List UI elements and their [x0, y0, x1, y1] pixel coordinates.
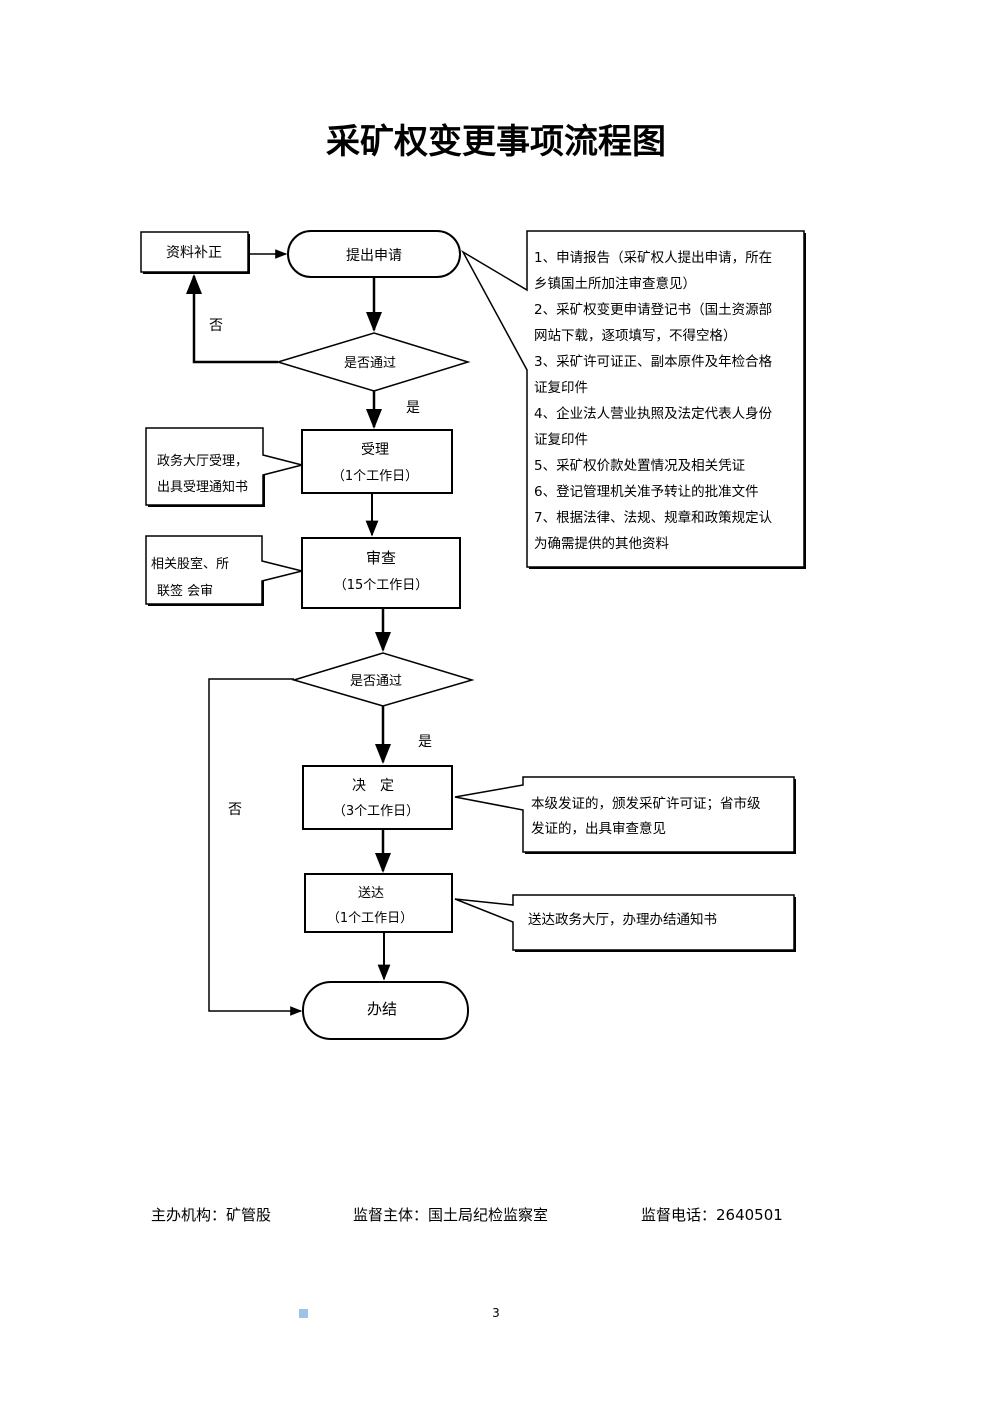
decide-box: 决 定 （3个工作日）: [302, 765, 453, 830]
footer-phone: 监督电话：2640501: [641, 1206, 783, 1224]
materials-line-6: 证复印件: [534, 379, 588, 396]
accept-note-line-2: 出具受理通知书: [157, 479, 248, 495]
accept-days: （1个工作日）: [332, 469, 418, 484]
check1-label: 是否通过: [344, 356, 396, 371]
apply-materials-callout: 1、申请报告（采矿权人提出申请，所在 乡镇国土所加注审查意见） 2、采矿权变更申…: [461, 230, 806, 569]
edge-label-no1: 否: [209, 318, 223, 334]
footer-organizer: 主办机构：矿管股: [151, 1206, 271, 1224]
deliver-note-line-1: 送达政务大厅，办理办结通知书: [528, 911, 717, 928]
review-note-line-1: 相关股室、所: [151, 556, 229, 572]
apply-label: 提出申请: [346, 248, 402, 264]
decide-title: 决 定: [352, 778, 394, 794]
deliver-title: 送达: [358, 886, 384, 901]
edge-label-yes2: 是: [418, 734, 432, 750]
materials-line-8: 证复印件: [534, 431, 588, 448]
decorative-mark: [299, 1309, 308, 1318]
materials-line-2: 乡镇国土所加注审查意见）: [534, 275, 696, 292]
supplement-label: 资料补正: [166, 245, 222, 261]
materials-line-10: 6、登记管理机关准予转让的批准文件: [534, 484, 759, 500]
finish-label: 办结: [367, 1000, 397, 1018]
arrow-check2-no: [208, 678, 303, 1016]
apply-terminal: 提出申请: [287, 230, 461, 278]
deliver-box: 送达 （1个工作日）: [304, 873, 453, 933]
supplement-box: 资料补正: [140, 231, 250, 274]
edge-label-yes1: 是: [406, 400, 420, 416]
arrow-check1-no: [186, 274, 278, 364]
materials-line-7: 4、企业法人营业执照及法定代表人身份: [534, 405, 773, 422]
check2-diamond: 是否通过: [291, 652, 475, 707]
decide-callout: 本级发证的，颁发采矿许可证；省市级 发证的，出具审查意见: [454, 776, 796, 854]
decide-note-line-1: 本级发证的，颁发采矿许可证；省市级: [531, 795, 761, 812]
materials-line-4: 网站下载，逐项填写，不得空格）: [534, 327, 737, 344]
page-number: 3: [492, 1306, 500, 1320]
review-days: （15个工作日）: [334, 578, 429, 593]
materials-line-11: 7、根据法律、法规、规章和政策规定认: [534, 509, 773, 526]
accept-note-line-1: 政务大厅受理，: [157, 453, 248, 469]
materials-line-12: 为确需提供的其他资料: [534, 536, 669, 552]
accept-title: 受理: [361, 442, 389, 458]
materials-line-9: 5、采矿权价款处置情况及相关凭证: [534, 457, 745, 474]
decide-days: （3个工作日）: [333, 804, 419, 819]
accept-box: 受理 （1个工作日）: [301, 429, 453, 494]
review-box: 审查 （15个工作日）: [301, 537, 461, 609]
accept-callout: 政务大厅受理， 出具受理通知书: [145, 427, 303, 507]
finish-terminal: 办结: [302, 981, 469, 1040]
review-callout: 相关股室、所 联签 会审: [145, 535, 303, 606]
check2-label: 是否通过: [350, 674, 402, 689]
page-title: 采矿权变更事项流程图: [326, 122, 666, 162]
decide-note-line-2: 发证的，出具审查意见: [531, 820, 666, 837]
review-title: 审查: [366, 549, 396, 567]
edge-label-no2: 否: [228, 802, 242, 818]
materials-line-1: 1、申请报告（采矿权人提出申请，所在: [534, 249, 772, 266]
footer-supervisor: 监督主体：国土局纪检监察室: [353, 1206, 548, 1224]
deliver-callout: 送达政务大厅，办理办结通知书: [454, 894, 796, 952]
materials-line-5: 3、采矿许可证正、副本原件及年检合格: [534, 354, 773, 370]
check1-diamond: 是否通过: [275, 332, 471, 392]
review-note-line-2: 联签 会审: [157, 583, 213, 599]
materials-line-3: 2、采矿权变更申请登记书（国土资源部: [534, 301, 772, 318]
deliver-days: （1个工作日）: [327, 911, 413, 926]
